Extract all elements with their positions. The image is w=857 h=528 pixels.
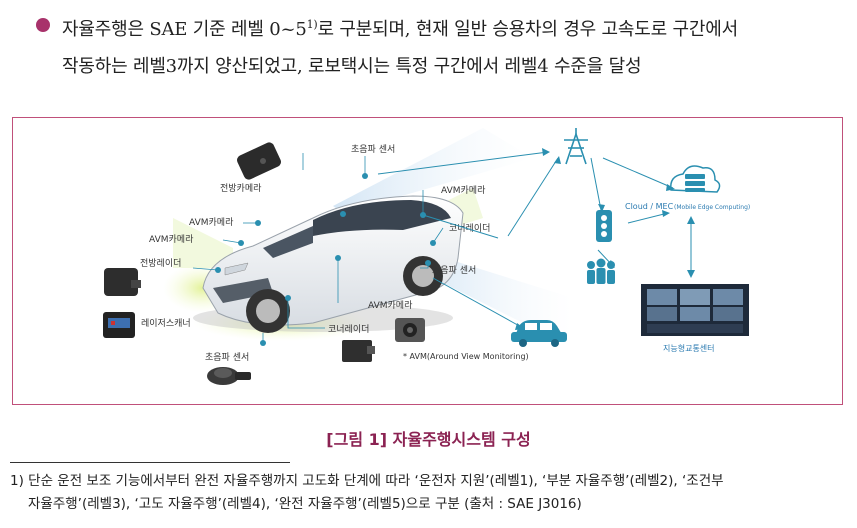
label-traffic-center: 지능형교통센터 [663,343,715,353]
car-illustration [193,195,464,333]
cloud-server-icon [670,165,721,193]
front-radar-icon [104,268,141,296]
footnote: 1) 단순 운전 보조 기능에서부터 완전 자율주행까지 고도화 단계에 따라 … [10,470,850,516]
laser-scanner-icon [103,312,135,338]
label-cloud-mec: Cloud / MEC [625,202,674,211]
bullet-icon [36,18,50,32]
label-laser-scanner: 레이저스캐너 [141,318,191,329]
footnote-line1: 1) 단순 운전 보조 기능에서부터 완전 자율주행까지 고도화 단계에 따라 … [10,473,724,489]
footnote-line2: 자율주행’(레벨3), ‘고도 자율주행’(레벨4), ‘완전 자율주행’(레벨… [28,496,582,512]
label-ultrasonic-top: 초음파 센서 [351,144,395,155]
bullet-line2: 작동하는 레벨3까지 양산되었고, 로보택시는 특정 구간에서 레벨4 수준을 … [62,56,642,77]
label-avm-camera-left1: AVM카메라 [189,217,234,228]
avm-camera-icon [395,318,425,342]
pedestrians-icon [587,258,615,284]
figure-frame: 초음파 센서 전방카메라 AVM카메라 AVM카메라 AVM카메라 코너레이더 … [12,117,843,405]
bullet-text: 자율주행은 SAE 기준 레벨 0~51)로 구분되며, 현재 일반 승용차의 … [62,6,857,85]
bullet-line1-rest: 로 구분되며, 현재 일반 승용차의 경우 고속도로 구간에서 [317,19,738,40]
label-avm-camera-right: AVM카메라 [441,185,486,196]
label-front-camera: 전방카메라 [220,183,262,194]
connected-car-icon [511,320,567,347]
transmission-tower-icon [564,128,588,165]
footnote-divider [10,462,290,463]
bullet-line1: 자율주행은 SAE 기준 레벨 0~5 [62,19,307,40]
label-corner-radar-right: 코너레이더 [449,223,490,234]
figure-caption: [그림 1] 자율주행시스템 구성 [326,430,531,449]
label-avm-note: * AVM(Around View Monitoring) [403,352,529,361]
traffic-light-icon [596,210,612,242]
label-avm-camera-bottom: AVM카메라 [368,300,413,311]
corner-radar-icon [342,340,375,362]
label-avm-camera-left2: AVM카메라 [149,234,194,245]
traffic-center-image [641,284,749,336]
front-camera-icon [237,142,281,180]
label-front-radar: 전방레이더 [140,258,181,269]
footnote-ref[interactable]: 1) [306,18,318,31]
label-ultrasonic-bottom: 초음파 센서 [205,352,249,363]
label-corner-radar-bottom: 코너레이더 [328,324,369,335]
ultrasonic-sensor-icon [207,367,251,385]
leader-lines [192,153,444,343]
label-ultrasonic-right: 초음파 센서 [432,265,476,276]
system-diagram: 초음파 센서 전방카메라 AVM카메라 AVM카메라 AVM카메라 코너레이더 … [103,128,750,385]
label-cloud-mec-detail: (Mobile Edge Computing) [674,204,750,211]
